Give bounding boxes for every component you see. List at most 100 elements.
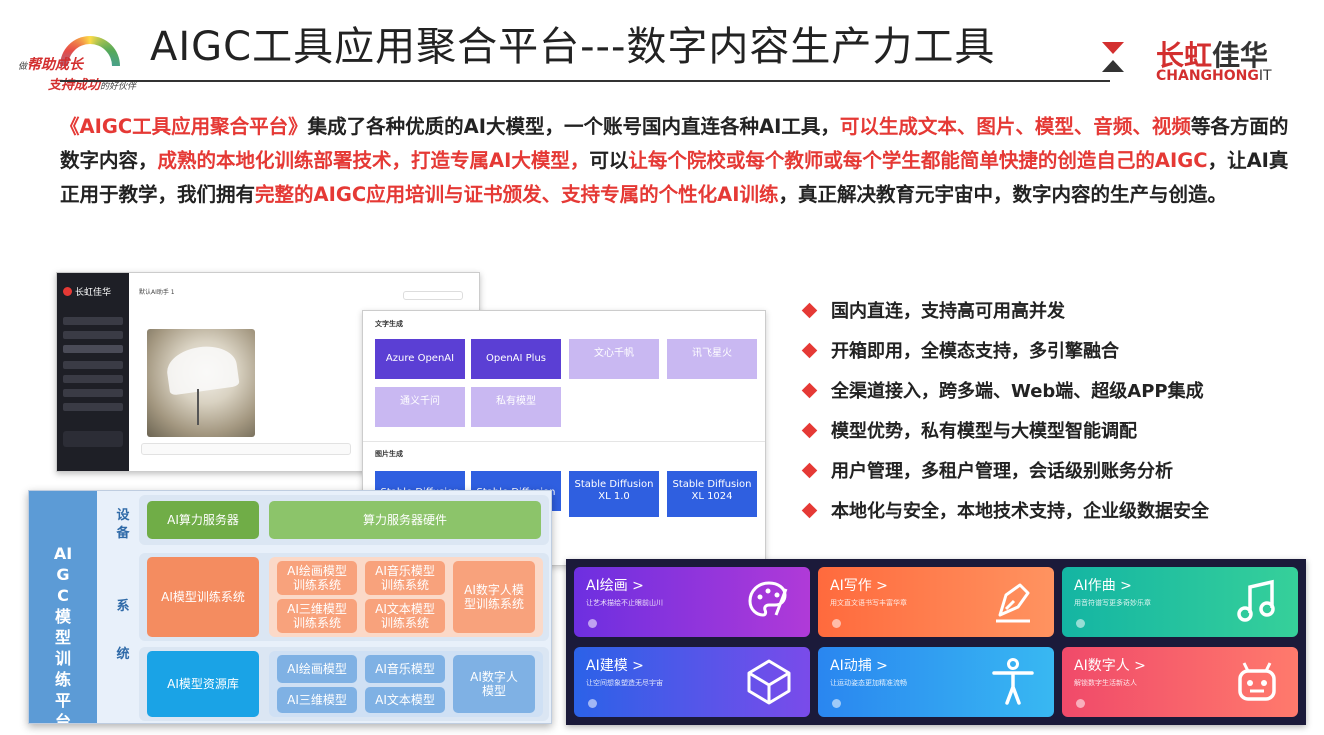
intro-highlight-3: 让每个院校或每个教师或每个学生都能简单快捷的创造自己的AIGC [628,149,1208,172]
model-tile-label: 私有模型 [496,396,536,407]
sidebar-item [63,403,123,411]
diamond-bullet-icon [801,422,818,438]
train-item-painting: AI绘画模型训练系统 [277,561,357,595]
image-model-tile: Stable Diffusion XL 1024 [667,471,757,517]
chat-input [141,443,351,455]
diamond-bullet-icon [801,302,818,318]
intro-text-2: 等各方面的数字内容， [60,115,1289,172]
intro-highlight-4: 完整的AIGC应用培训与证书颁发、支持专属的个性化AI训练 [255,183,779,206]
intro-text-4: ，让AI真正用于教学，我们拥有 [60,149,1289,206]
diamond-bullet-icon [801,342,818,358]
card-title: AI动捕 > [830,658,888,674]
sidebar-item [63,389,123,397]
intro-text-3: 可以 [589,149,629,172]
cube-icon [747,659,791,705]
title-underline [60,80,1110,82]
feature-bullets: 国内直连，支持高可用高并发 开箱即用，全模态支持，多引擎融合 全渠道接入，跨多端… [801,290,1312,530]
card-subtitle: 解锁数字生活新达人 [1074,679,1137,687]
model-tile: 讯飞星火 [667,339,757,379]
device-hardware: 算力服务器硬件 [269,501,541,539]
card-title: AI作曲 > [1074,578,1132,594]
model-tile-label: 文心千帆 [594,348,634,359]
sidebar-item [63,317,123,325]
model-tile-label: 讯飞星火 [692,348,732,359]
bullet-text: 全渠道接入，跨多端、Web端、超级APP集成 [831,381,1204,402]
card-ai-music[interactable]: AI作曲 > 用音符谱写更多奇妙乐章 [1062,567,1298,637]
model-select [403,291,463,300]
section-text-gen: 文字生成 [375,320,403,328]
arch-category-system-2: 统 [116,647,130,662]
card-dot-icon [1076,699,1085,708]
logo-triangle-dark-icon [1102,60,1124,72]
card-ai-writing[interactable]: AI写作 > 用文直文语书写丰富华章 [818,567,1054,637]
brand-en-red: CHANGHONG [1156,68,1259,84]
bullet-item: 用户管理，多租户管理，会话级别账务分析 [801,450,1312,490]
diamond-bullet-icon [801,502,818,518]
robot-icon [1238,662,1276,701]
arch-category-system-1: 系 [116,599,130,614]
app-chat-title: 默认AI助手 1 [139,289,175,296]
intro-paragraph: 《AIGC工具应用聚合平台》集成了各种优质的AI大模型，一个账号国内直连各种AI… [60,110,1290,212]
model-tile: OpenAI Plus [471,339,561,379]
card-title: AI写作 > [830,578,888,594]
model-tile: 文心千帆 [569,339,659,379]
train-item-3d: AI三维模型训练系统 [277,599,357,633]
bullet-text: 开箱即用，全模态支持，多引擎融合 [831,341,1119,362]
pen-icon [996,583,1030,623]
bullet-item: 国内直连，支持高可用高并发 [801,290,1312,330]
sidebar-item [63,331,123,339]
arch-category-device: 设备 [116,508,130,541]
bullet-item: 本地化与安全，本地技术支持，企业级数据安全 [801,490,1312,530]
intro-highlight-1: 可以生成文本、图片、模型、音频、视频 [839,115,1191,138]
device-ai-server: AI算力服务器 [147,501,259,539]
intro-text-1: 集成了各种优质的AI大模型，一个账号国内直连各种AI工具， [307,115,840,138]
slogan-line-1: 帮助成长 [27,57,84,73]
brand-en-dark: IT [1258,68,1272,84]
card-ai-painting[interactable]: AI绘画 > 让艺术描绘不止眼前山川 [574,567,810,637]
crane-image [147,329,255,437]
slogan-small-1: 做 [18,62,28,72]
card-subtitle: 让空间想象塑造无尽宇宙 [586,679,663,687]
model-tile-label: 通义千问 [400,396,440,407]
page-title: AIGC工具应用聚合平台---数字内容生产力工具 [150,24,996,70]
slogan-small-2: 的好伙伴 [100,82,137,92]
sidebar-item-active [63,345,123,353]
card-title: AI数字人 > [1074,658,1146,674]
bullet-item: 开箱即用，全模态支持，多引擎融合 [801,330,1312,370]
card-ai-motion-capture[interactable]: AI动捕 > 让运动姿态更加精准流畅 [818,647,1054,717]
card-subtitle: 用文直文语书写丰富华章 [830,599,907,607]
train-system: AI模型训练系统 [147,557,259,637]
sidebar-item [63,361,123,369]
image-model-tile: Stable Diffusion XL 1.0 [569,471,659,517]
card-dot-icon [588,699,597,708]
palette-icon [748,581,788,617]
bullet-text: 国内直连，支持高可用高并发 [831,301,1065,322]
slogan-logo: 做帮助成长 支持成功的好伙伴 [12,36,162,93]
card-ai-modeling[interactable]: AI建模 > 让空间想象塑造无尽宇宙 [574,647,810,717]
resource-item-3d: AI三维模型 [277,687,357,713]
train-item-music: AI音乐模型训练系统 [365,561,445,595]
section-divider [363,441,765,442]
feature-cards: AI绘画 > 让艺术描绘不止眼前山川 AI写作 > 用文直文语书写丰富华章 AI… [566,559,1306,725]
resource-item-digital-human: AI数字人模型 [453,655,535,713]
card-title: AI建模 > [586,658,644,674]
intro-platform-name: 《AIGC工具应用聚合平台》 [60,115,308,138]
bullet-text: 模型优势，私有模型与大模型智能调配 [831,421,1137,442]
card-subtitle: 用音符谱写更多奇妙乐章 [1074,599,1151,607]
model-tile: Azure OpenAI [375,339,465,379]
card-ai-digital-human[interactable]: AI数字人 > 解锁数字生活新达人 [1062,647,1298,717]
changhong-logo: 长虹佳华 CHANGHONGIT [1098,30,1308,90]
music-note-icon [1237,579,1275,622]
logo-triangle-icon [1102,42,1124,54]
brand-cn-dark: 佳华 [1212,39,1269,72]
resource-item-music: AI音乐模型 [365,655,445,683]
card-dot-icon [832,699,841,708]
card-subtitle: 让运动姿态更加精准流畅 [830,679,907,687]
intro-text-5: ，真正解决教育元宇宙中，数字内容的生产与创造。 [778,183,1228,206]
resource-item-painting: AI绘画模型 [277,655,357,683]
section-image-gen: 图片生成 [375,450,403,458]
bullet-text: 用户管理，多租户管理，会话级别账务分析 [831,461,1173,482]
brand-cn-red: 长虹 [1156,39,1213,72]
dancer-icon [992,658,1034,705]
train-item-text: AI文本模型训练系统 [365,599,445,633]
